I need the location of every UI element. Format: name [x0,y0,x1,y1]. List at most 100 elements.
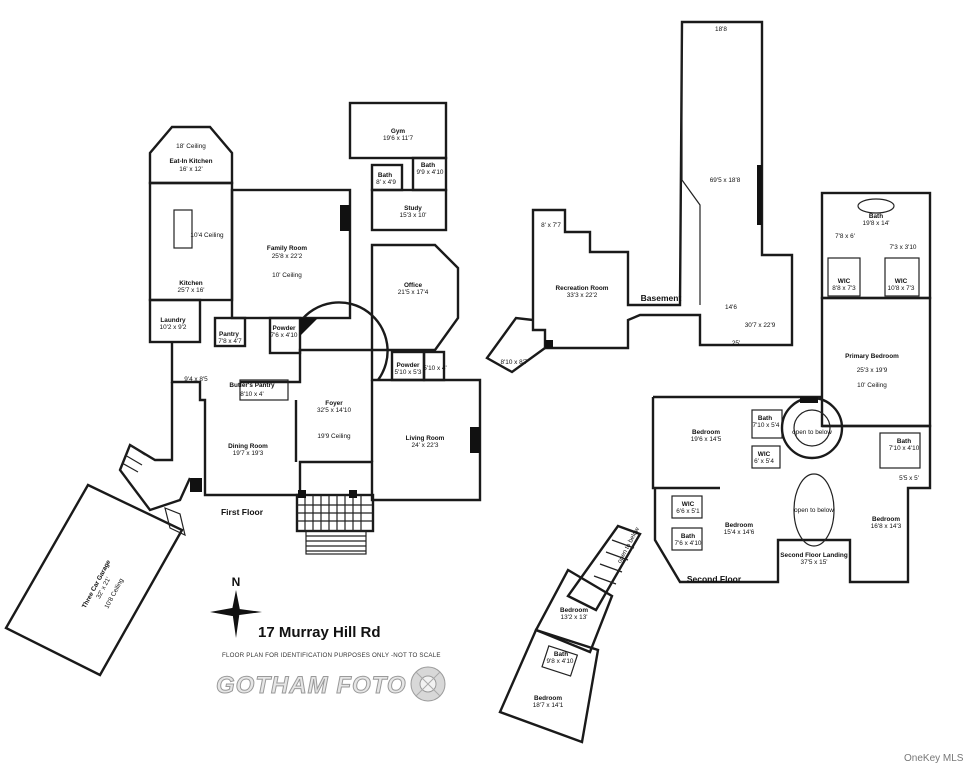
second-floor-walls [651,395,932,584]
wic-2-name: WIC [895,278,908,285]
small-bath-name: Bath [378,172,392,179]
rear-wing-walls [566,524,642,612]
primary-bath-dims: 19'8 x 14' [863,220,890,227]
first-floor-title: First Floor [221,507,264,517]
hall-dims: 9'4 x 8'5 [184,376,208,383]
wic-3-walls [751,445,781,469]
wic-3-name: WIC [758,451,771,458]
primary-bedroom-ceiling: 10' Ceiling [857,382,887,389]
bedroom-5-walls [498,628,600,744]
basement-top-dims: 18'8 [715,26,727,33]
front-steps [305,530,367,555]
family-room-fireplace [340,205,350,231]
compass-icon [210,590,262,638]
family-room-dims: 25'8 x 22'2 [272,253,303,260]
primary-bedroom-walls [820,296,932,428]
wic-1-dims: 8'8 x 7'3 [832,285,856,292]
basement-corner [545,340,553,348]
pantry-name: Pantry [219,331,239,338]
powder-2-name: Powder [396,362,420,369]
dining-room-dims: 19'7 x 19'3 [233,450,264,457]
bedroom-4-walls [534,568,614,654]
kitchen-name: Kitchen [179,280,203,287]
entry-column-left [298,490,306,498]
basement-wide-dims: 30'7 x 22'9 [745,322,776,329]
study-walls [370,188,448,232]
mls-watermark: OneKey MLS [904,753,964,764]
landing-name: Second Floor Landing [780,552,848,559]
wic-4-name: WIC [682,501,695,508]
landing-opening [793,473,835,547]
gym-bath-name: Bath [421,162,435,169]
family-room-name: Family Room [267,245,307,252]
bedroom-1-name: Bedroom [692,429,720,436]
office-dims: 21'5 x 17'4 [398,289,429,296]
front-step-lines [306,535,366,552]
wic-4-dims: 6'6 x 5'1 [676,508,700,515]
compass: N [210,575,262,638]
bath-3-name: Bath [897,438,911,445]
garage-stair [164,507,186,537]
kitchen-dims: 25'7 x 16' [178,287,205,294]
stair-landing [300,318,318,336]
living-room-name: Living Room [406,435,445,442]
basement-long-dims: 69'5 x 18'8 [710,177,741,184]
main-stair [299,301,389,381]
garage-label: Three Car Garage 32' x 21' 10'8 Ceiling [81,559,125,610]
brand-logo-icon [410,666,446,702]
basement-plan [485,20,794,374]
dining-corner [190,478,202,492]
bath-2-name: Bath [758,415,772,422]
bath-3-dims: 7'10 x 4'10 [889,445,920,452]
bath-3-walls [879,432,921,469]
bath-4-name: Bath [681,533,695,540]
laundry-name: Laundry [160,317,186,324]
bedroom-2-dims: 15'4 x 14'6 [724,529,755,536]
pantry-walls [213,316,247,348]
stair-cap [800,397,818,403]
gym-bath-dims: 9'9 x 4'10 [417,169,444,176]
kitchen-ceiling-label: 10'4 Ceiling [190,232,224,239]
wic-3-dims: 6' x 5'4 [754,458,774,465]
bath-4-walls [671,527,703,551]
bedroom-2-name: Bedroom [725,522,753,529]
landing-dims: 37'5 x 15' [801,559,828,566]
bath-5-dims: 9'8 x 4'10 [547,658,574,665]
mudroom-stair [121,444,146,473]
powder-name: Powder [272,325,296,332]
wic-4-walls [671,495,703,519]
eat-in-kitchen-name: Eat-In Kitchen [170,158,213,165]
wic-1-name: WIC [838,278,851,285]
gym-name: Gym [391,128,406,135]
laundry-dims: 10'2 x 9'2 [160,324,187,331]
family-room-ceiling: 10' Ceiling [272,272,302,279]
powder-dims: 7'6 x 4'10 [271,332,298,339]
upper-stair-inner [793,409,831,447]
basement-walls [531,20,794,350]
pb-closet-a-dims: 7'8 x 6' [835,233,855,240]
foyer-dims: 32'5 x 14'10 [317,407,352,414]
bedroom-5-dims: 18'7 x 14'1 [533,702,564,709]
pantry-dims: 7'8 x 4'7 [218,338,242,345]
closet-2-dims: 5'5 x 5' [899,475,919,482]
butlers-pantry-dims: 8'10 x 4' [240,391,263,398]
bath-5-walls [541,645,579,677]
brand-logo-text: GOTHAM FOTO [216,672,407,699]
disclaimer-text: FLOOR PLAN FOR IDENTIFICATION PURPOSES O… [222,652,441,659]
butlers-pantry-name: Butler's Pantry [229,382,275,389]
basement-25-dims: 25' [732,340,740,347]
butlers-pantry-walls [239,379,289,401]
wic-2-walls [884,257,920,297]
small-bath-dims: 8' x 4'9 [376,179,396,186]
pb-closet-b-dims: 7'3 x 3'10 [890,244,917,251]
portico-tiles [297,495,373,531]
bedroom-5-name: Bedroom [534,695,562,702]
wic-1-walls [827,257,861,297]
compass-north-label: N [232,575,241,589]
basement-146-dims: 14'6 [725,304,737,311]
primary-tub [857,198,895,214]
wic-2-dims: 10'8 x 7'3 [888,285,915,292]
open-below-2: open to below [794,507,834,514]
bedroom-3-name: Bedroom [872,516,900,523]
bedroom-3-dims: 16'8 x 14'3 [871,523,902,530]
